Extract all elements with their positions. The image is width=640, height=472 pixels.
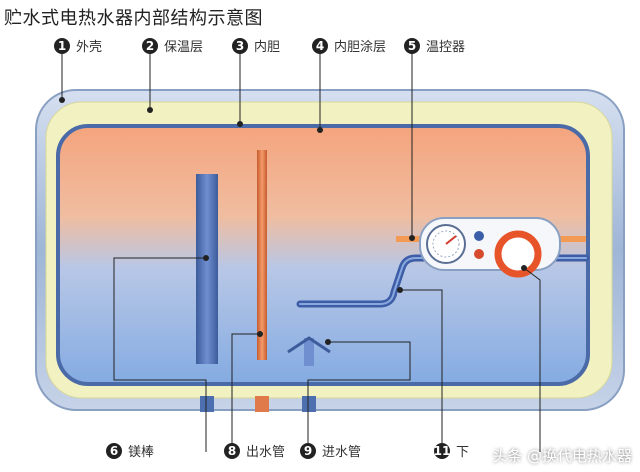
label-1: 1 外壳 [54, 38, 102, 55]
label-marker [300, 443, 316, 459]
diagram-title: 贮水式电热水器内部结构示意图 [4, 8, 263, 29]
label-marker [434, 443, 450, 459]
label-number: 9 [304, 444, 312, 458]
label-5: 5 温控器 [404, 38, 465, 55]
label-marker [312, 38, 328, 54]
label-marker [54, 38, 70, 54]
label-number: 6 [110, 444, 118, 458]
magnesium-rod [196, 174, 218, 364]
label-9: 9 进水管 [300, 443, 361, 460]
leader-lines [61, 52, 541, 452]
inner-tank [56, 124, 590, 386]
outlet-pipe-fitting [255, 396, 269, 412]
inlet-diffuser [287, 336, 331, 354]
label-text: 温控器 [426, 40, 465, 55]
leader-dots [59, 97, 527, 345]
label-4: 4 内胆涂层 [312, 38, 386, 55]
label-number: 1 [58, 39, 66, 53]
label-text: 下 [456, 445, 469, 460]
label-marker [232, 38, 248, 54]
inlet-pipe [304, 338, 314, 366]
label-text: 出水管 [246, 445, 285, 460]
label-6: 6 镁棒 [106, 443, 154, 460]
label-text: 外壳 [76, 40, 102, 55]
gauge-scale [432, 230, 460, 258]
outlet-pipe [257, 150, 267, 360]
label-number: 2 [146, 39, 154, 53]
label-text: 进水管 [322, 445, 361, 460]
label-number: 3 [236, 39, 244, 53]
thermostat-probe [396, 236, 436, 242]
flange-ring [494, 230, 542, 278]
label-11: 11 下 [434, 443, 469, 460]
label-marker [404, 38, 420, 54]
heating-element-highlight [299, 257, 587, 305]
inlet-pipe-fitting [302, 396, 316, 412]
label-number: 4 [316, 39, 324, 53]
gauge-needle [445, 235, 457, 245]
label-marker [224, 443, 240, 459]
watermark: 头条 @换代电热水器 [492, 447, 632, 465]
label-number: 8 [228, 444, 236, 458]
indicator-light-red [474, 249, 484, 259]
label-2: 2 保温层 [142, 38, 203, 55]
magnesium-rod-fitting [200, 396, 214, 412]
label-8: 8 出水管 [224, 443, 285, 460]
label-marker [142, 38, 158, 54]
label-text: 内胆涂层 [334, 39, 386, 55]
thermostat-probe-right [540, 236, 586, 242]
indicator-light [474, 231, 484, 241]
label-3: 3 内胆 [232, 38, 280, 55]
label-text: 内胆 [254, 39, 280, 55]
label-number: 5 [408, 39, 416, 53]
label-number: 11 [434, 444, 451, 458]
label-text: 保温层 [164, 40, 203, 55]
label-marker [106, 443, 122, 459]
label-text: 镁棒 [128, 445, 154, 460]
